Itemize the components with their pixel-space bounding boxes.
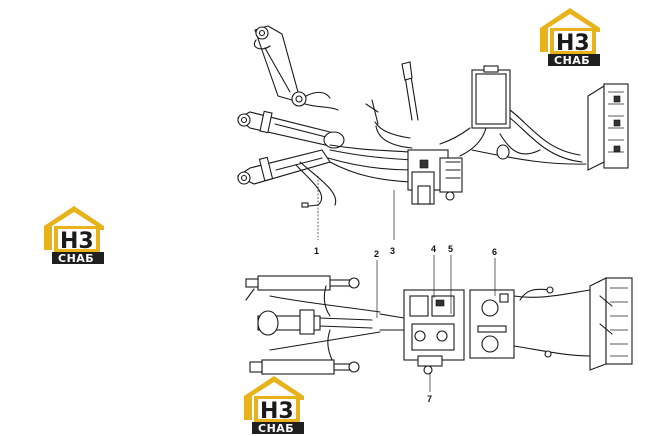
logo-letters: H3 xyxy=(60,229,94,254)
logo-letters: H3 xyxy=(260,399,294,424)
logo-letters: H3 xyxy=(556,31,590,56)
logo-name: СНАБ xyxy=(258,422,294,435)
callout-4: 4 xyxy=(431,244,436,254)
top-assembly-view xyxy=(236,25,629,208)
logo-name: СНАБ xyxy=(58,252,94,265)
callout-6: 6 xyxy=(492,247,497,257)
watermark-logo: H3 СНАБ xyxy=(244,376,304,435)
bottom-assembly-view xyxy=(245,275,633,375)
callout-7: 7 xyxy=(427,394,432,404)
watermark-logo: H3 СНАБ xyxy=(540,8,600,67)
callout-3: 3 xyxy=(390,246,395,256)
callout-leaders xyxy=(317,176,496,392)
callout-2: 2 xyxy=(374,249,379,259)
callout-5: 5 xyxy=(448,244,453,254)
logo-name: СНАБ xyxy=(554,54,590,67)
callout-labels: 1 2 3 4 5 6 7 xyxy=(314,244,497,404)
callout-1: 1 xyxy=(314,246,319,256)
watermark-logo: H3 СНАБ xyxy=(44,206,104,265)
